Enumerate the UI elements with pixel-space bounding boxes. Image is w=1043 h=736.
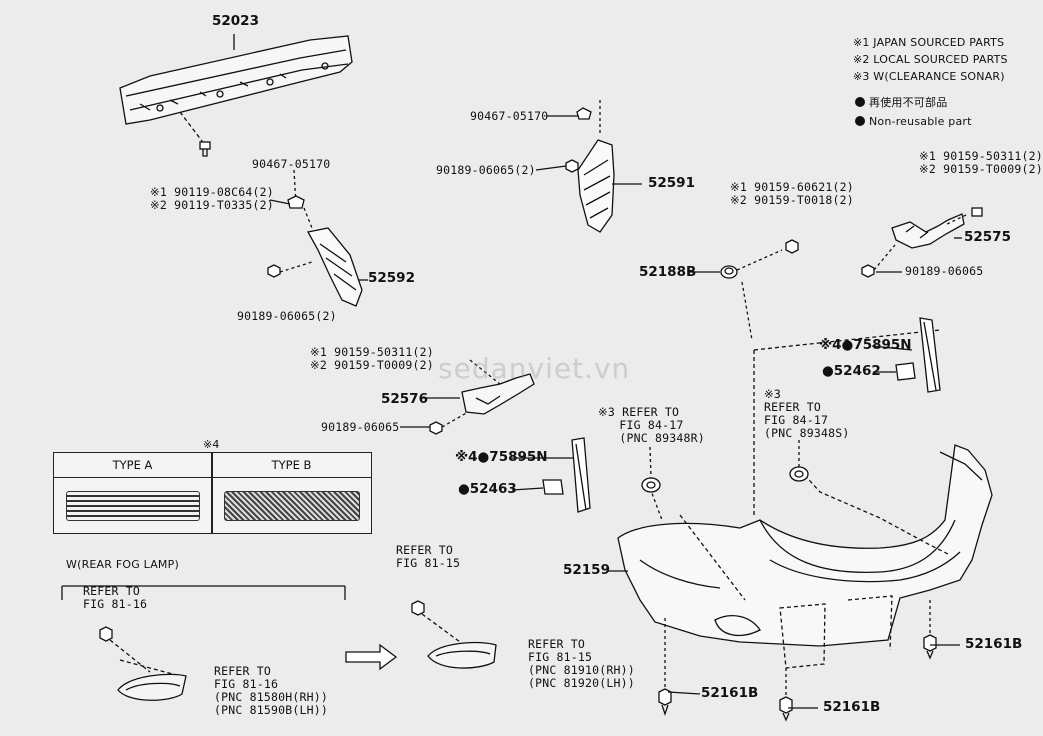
bumper-cover-52159-shape (617, 444, 993, 647)
label-fog-lamp: W(REAR FOG LAMP) (66, 558, 179, 571)
nut-90189-mid-shape (565, 159, 579, 173)
legend-note-1: ※1 JAPAN SOURCED PARTS (853, 36, 1005, 49)
grille-type-a (66, 491, 200, 521)
label-52188b: 52188B (639, 264, 697, 280)
label-52576: 52576 (381, 391, 428, 407)
dot-icon (855, 116, 865, 126)
label-90189-mid: 90189-06065(2) (436, 163, 536, 177)
label-52161b-c: 52161B (965, 636, 1023, 652)
clip-52161b-a-shape (658, 688, 672, 717)
label-refer-81-15-top: REFER TO FIG 81-15 (396, 543, 461, 570)
nut-90189-right-shape (861, 264, 875, 278)
pad-52463-shape (542, 479, 564, 495)
bolt-90119-shape (199, 141, 211, 157)
bracket-52592-shape (306, 227, 363, 307)
grille-type-b (224, 491, 360, 521)
legend-note-2: ※2 LOCAL SOURCED PARTS (853, 53, 1008, 66)
spacer-52188b-shape (720, 265, 738, 279)
label-refer-sonar-right: ※3 REFER TO FIG 84-17 (PNC 89348S) (764, 387, 850, 440)
legend-note-3: ※3 W(CLEARANCE SONAR) (853, 70, 1005, 83)
clip-52161b-b-shape (779, 696, 793, 722)
label-90119: ※1 90119-08C64(2) ※2 90119-T0335(2) (150, 185, 274, 212)
dot-icon (855, 97, 865, 107)
clip-90467-mid-shape (576, 107, 592, 120)
label-52591: 52591 (648, 175, 695, 191)
label-refer-sonar-left: ※3 REFER TO FIG 84-17 (PNC 89348R) (598, 405, 705, 445)
label-refer-81-16-bottom: REFER TO FIG 81-16 (PNC 81580H(RH)) (PNC… (214, 664, 328, 717)
nut-90189-left-shape (267, 264, 281, 278)
label-52161b-b: 52161B (823, 699, 881, 715)
bracket-52591-shape (577, 139, 615, 233)
fog-bolt-left-shape (99, 626, 113, 642)
pad-52462-shape (895, 362, 916, 381)
label-90159-center: ※1 90159-60621(2) ※2 90159-T0018(2) (730, 180, 854, 207)
label-90159-left: ※1 90159-50311(2) ※2 90159-T0009(2) (310, 345, 434, 372)
sonar-sensor-right-shape (789, 466, 809, 482)
label-52462: ●52462 (822, 363, 881, 379)
fog-lamp-left-shape (117, 673, 187, 701)
label-75895n-left: ※4●75895N (455, 449, 548, 465)
label-refer-81-16-top: REFER TO FIG 81-16 (83, 584, 148, 611)
type-b-header: TYPE B (212, 453, 371, 478)
reflector-75895n-left-shape (571, 437, 591, 513)
screw-90159-right-shape (971, 207, 983, 217)
label-90189-lower: 90189-06065 (321, 420, 400, 434)
sonar-sensor-left-shape (641, 477, 661, 493)
label-75895n-right: ※4●75895N (819, 337, 912, 353)
legend-nonreusable-en: Non-reusable part (855, 115, 972, 128)
type-a-header: TYPE A (54, 453, 212, 478)
reflector-75895n-right-shape (919, 317, 941, 393)
arrow-shape (345, 643, 398, 671)
clip-52161b-c-shape (923, 634, 937, 660)
label-90189-left: 90189-06065(2) (237, 309, 337, 323)
watermark: sedanviet.vn (438, 352, 631, 385)
legend-nonreusable-jp: 再使用不可部品 (855, 96, 947, 109)
label-refer-81-15-bottom: REFER TO FIG 81-15 (PNC 81910(RH)) (PNC … (528, 637, 635, 690)
support-52575-shape (891, 213, 965, 249)
label-52463: ●52463 (458, 481, 517, 497)
screw-90159-center-shape (785, 239, 799, 254)
label-52575: 52575 (964, 229, 1011, 245)
label-52161b-a: 52161B (701, 685, 759, 701)
label-52159: 52159 (563, 562, 610, 578)
label-52023: 52023 (212, 13, 259, 29)
fog-lamp-right-shape (427, 641, 497, 669)
label-90467-mid: 90467-05170 (470, 109, 549, 123)
label-90467-left: 90467-05170 (252, 157, 331, 171)
label-52592: 52592 (368, 270, 415, 286)
label-90159-right: ※1 90159-50311(2) ※2 90159-T0009(2) (919, 149, 1043, 176)
clip-90467-left-shape (287, 195, 305, 209)
type-table: TYPE A TYPE B (53, 452, 372, 534)
support-52576-shape (461, 373, 535, 415)
fog-bolt-right-shape (411, 600, 425, 616)
type-table-marker: ※4 (203, 438, 220, 451)
label-90189-right: 90189-06065 (905, 264, 984, 278)
nut-90189-lower-shape (429, 421, 443, 435)
reinforcement-beam-shape (119, 35, 353, 125)
